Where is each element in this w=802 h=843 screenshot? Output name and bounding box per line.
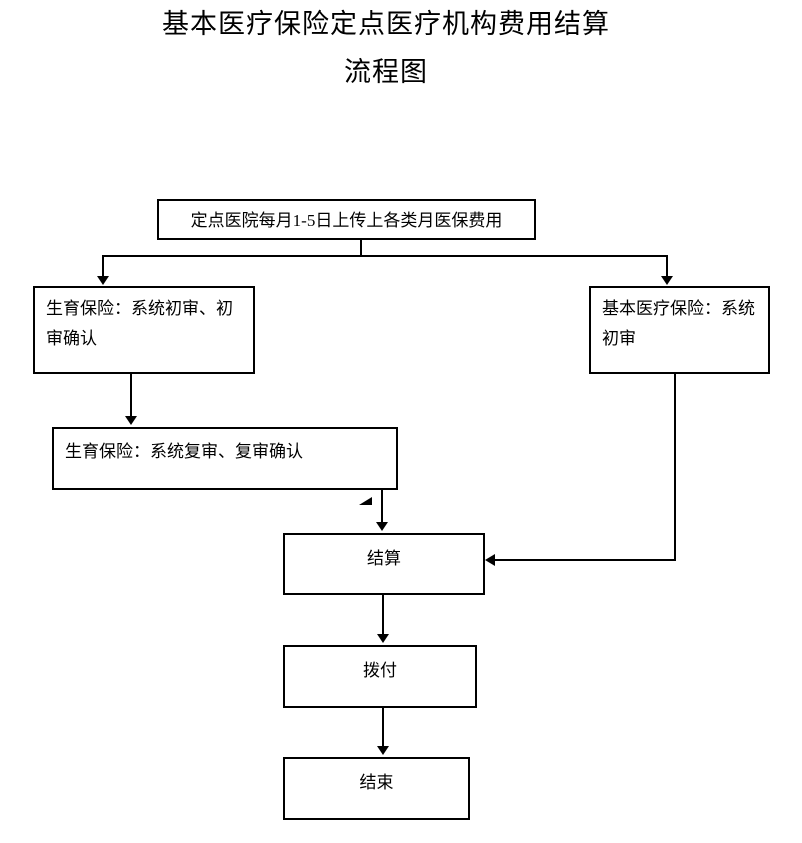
- connector-to-maternity-review: [130, 374, 132, 418]
- arrowhead-down-icon: [376, 522, 388, 531]
- connector-settlement-to-payment: [382, 595, 384, 636]
- arrowhead-down-icon: [125, 416, 137, 425]
- page-title: 基本医疗保险定点医疗机构费用结算 流程图: [0, 8, 802, 88]
- connector-upload-stub: [360, 240, 362, 257]
- node-basic-initial: 基本医疗保险：系统初审: [589, 286, 770, 374]
- node-upload: 定点医院每月1-5日上传上各类月医保费用: [157, 199, 536, 240]
- node-upload-label: 定点医院每月1-5日上传上各类月医保费用: [190, 211, 503, 230]
- page-title-line2: 流程图: [344, 57, 428, 87]
- arrowhead-left-icon: [485, 554, 495, 566]
- connector-to-basic-initial: [666, 255, 668, 278]
- node-end: 结束: [283, 757, 470, 820]
- node-maternity-review: 生育保险：系统复审、复审确认: [52, 427, 398, 490]
- node-payment-label: 拨付: [363, 661, 397, 680]
- connector-review-to-settlement: [381, 490, 383, 524]
- node-settlement: 结算: [283, 533, 485, 595]
- node-payment: 拨付: [283, 645, 477, 708]
- arrowhead-down-icon: [97, 276, 109, 285]
- connector-basic-down: [674, 374, 676, 561]
- arrowhead-down-icon: [377, 746, 389, 755]
- arrowhead-upleft-icon: [359, 497, 372, 505]
- node-settlement-label: 结算: [367, 549, 401, 568]
- connector-to-maternity-initial: [102, 255, 104, 278]
- page-title-line1: 基本医疗保险定点医疗机构费用结算: [162, 9, 610, 39]
- node-end-label: 结束: [359, 773, 394, 792]
- arrowhead-down-icon: [377, 634, 389, 643]
- connector-split-bar: [102, 255, 668, 257]
- connector-basic-to-settlement: [494, 559, 676, 561]
- node-maternity-initial-label: 生育保险：系统初审、初审确认: [46, 299, 233, 348]
- connector-payment-to-end: [382, 708, 384, 748]
- node-maternity-review-label: 生育保险：系统复审、复审确认: [65, 442, 303, 461]
- node-basic-initial-label: 基本医疗保险：系统初审: [602, 299, 755, 348]
- node-maternity-initial: 生育保险：系统初审、初审确认: [33, 286, 255, 374]
- arrowhead-down-icon: [661, 276, 673, 285]
